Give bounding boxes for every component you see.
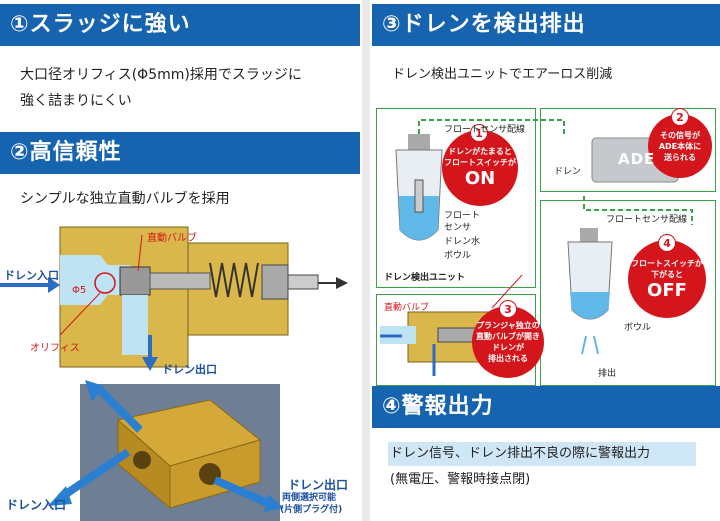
photo-inlet-label: ドレン入口	[6, 498, 67, 512]
step3-line4: 排出される	[488, 354, 528, 363]
discharge-label: 排出	[598, 369, 617, 379]
valve-label: 直動バルブ	[147, 233, 197, 244]
section1-title: ①スラッジに強い	[0, 4, 360, 46]
step4-line1: フロートスイッチが	[631, 259, 703, 268]
step1-number: 1	[470, 124, 488, 142]
float-sensor-label-1: フロート	[444, 211, 481, 221]
alarm-highlight	[388, 442, 696, 466]
valve-diagram	[0, 226, 348, 371]
step3-line2: 直動バルブが開き	[476, 332, 540, 341]
unit-label: ドレン検出ユニット	[384, 273, 466, 283]
brass-block-photo: ドレン入口 ドレン出口 両側選択可能 (片側プラグ付)	[0, 380, 360, 521]
drain-label: ドレン	[554, 167, 582, 177]
brass-block-illustration	[48, 380, 284, 521]
drain-system-diagram: ドレンがたまると フロートスイッチが ON 1 その信号が ADE本体に 送られ…	[372, 100, 720, 390]
section4-line1: ドレン信号、ドレン排出不良の際に警報出力	[390, 446, 651, 461]
step1-bubble: ドレンがたまると フロートスイッチが ON	[442, 130, 518, 206]
photo-outlet-sub1: 両側選択可能	[282, 493, 337, 503]
off-state-box	[540, 200, 716, 386]
photo-outlet-label: ドレン出口	[288, 478, 349, 492]
orifice-label: オリフィス	[30, 343, 80, 354]
inlet-label: ドレン入口	[4, 269, 59, 282]
bowl-label-2: ボウル	[624, 323, 652, 333]
drain-water-label: ドレン水	[444, 237, 481, 247]
photo-outlet-sub2: (片側プラグ付)	[280, 505, 343, 515]
step4-big: OFF	[647, 280, 687, 301]
right-column: ③ドレンを検出排出 ドレン検出ユニットでエアーロス削減	[372, 0, 720, 521]
step3-line1: プランジャ独立の	[476, 321, 540, 330]
step2-number: 2	[671, 108, 689, 126]
step4-bubble: フロートスイッチが 下がると OFF	[628, 240, 706, 318]
step2-line2: ADE本体に	[658, 142, 702, 151]
step3-number: 3	[499, 300, 517, 318]
phi-label: Φ5	[72, 285, 87, 296]
section1-line1: 大口径オリフィス(Φ5mm)採用でスラッジに	[20, 67, 302, 83]
step1-line2: フロートスイッチが	[444, 158, 516, 167]
step4-number: 4	[658, 234, 676, 252]
step3-bubble: プランジャ独立の 直動バルブが開き ドレンが 排出される	[472, 306, 544, 378]
outlet-label: ドレン出口	[162, 363, 217, 376]
valve-cross-section: 直動バルブ ドレン入口 Φ5 オリフィス ドレン出口	[0, 205, 360, 385]
step4-line2: 下がると	[651, 270, 683, 279]
section1-line2: 強く詰まりにくい	[20, 93, 132, 109]
valve-label-right: 直動バルブ	[384, 303, 430, 313]
float-wire-label-2: フロートセンサ配線	[606, 215, 688, 225]
float-wire-label: フロートセンサ配線	[444, 125, 526, 135]
section4-title: ④警報出力	[372, 386, 720, 428]
step2-line3: 送られる	[664, 153, 696, 162]
section4-line2: (無電圧、警報時接点閉)	[390, 472, 531, 487]
ade-label: ADE	[618, 150, 656, 168]
section3-desc: ドレン検出ユニットでエアーロス削減	[392, 67, 613, 82]
step1-big: ON	[464, 168, 496, 189]
column-divider	[362, 0, 370, 521]
step3-line3: ドレンが	[492, 343, 524, 352]
section3-title: ③ドレンを検出排出	[372, 4, 720, 46]
step2-line1: その信号が	[660, 131, 700, 140]
section2-desc: シンプルな独立直動バルブを採用	[20, 191, 230, 207]
step1-line1: ドレンがたまると	[448, 147, 512, 156]
float-sensor-label-2: センサ	[444, 223, 472, 233]
system-illustration	[380, 119, 693, 376]
section2-title: ②高信頼性	[0, 132, 360, 174]
left-column: ①スラッジに強い 大口径オリフィス(Φ5mm)採用でスラッジに 強く詰まりにくい…	[0, 4, 360, 521]
bowl-label: ボウル	[444, 251, 472, 261]
